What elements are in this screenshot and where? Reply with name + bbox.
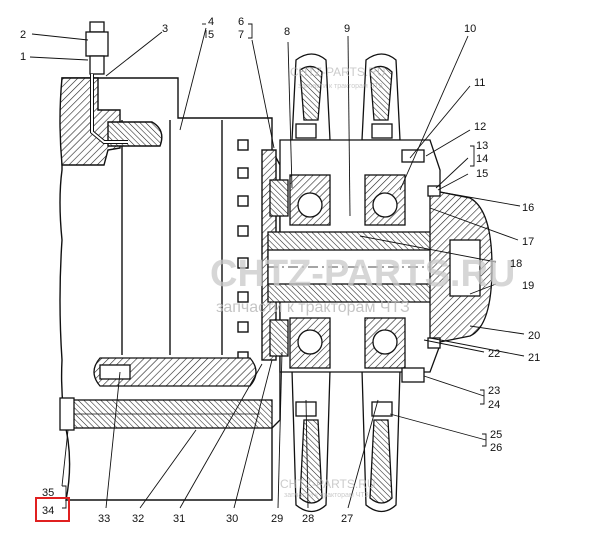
callout-25: 25 bbox=[490, 429, 502, 441]
callout-34: 34 bbox=[42, 505, 54, 517]
callout-10: 10 bbox=[464, 23, 476, 35]
callout-12: 12 bbox=[474, 121, 486, 133]
callout-2: 2 bbox=[20, 29, 26, 41]
callout-30: 30 bbox=[226, 513, 238, 525]
callout-28: 28 bbox=[302, 513, 314, 525]
callout-13: 13 bbox=[476, 140, 488, 152]
callout-17: 17 bbox=[522, 236, 534, 248]
callout-16: 16 bbox=[522, 202, 534, 214]
callout-18: 18 bbox=[510, 258, 522, 270]
watermark-tagline: запчасти к тракторам ЧТЗ bbox=[216, 299, 410, 316]
callout-21: 21 bbox=[528, 352, 540, 364]
callout-labels: 1 2 3 4 5 6 7 8 9 10 11 12 13 14 15 16 1… bbox=[20, 16, 540, 525]
callout-1: 1 bbox=[20, 51, 26, 63]
callout-35: 35 bbox=[42, 487, 54, 499]
leader-lines bbox=[29, 23, 525, 509]
callout-22: 22 bbox=[488, 348, 500, 360]
lower-tube bbox=[59, 357, 273, 431]
watermark-tagline-small-top: запчасти к тракторам ЧТЗ bbox=[298, 83, 383, 90]
watermark-tagline-small-bottom: запчасти к тракторам ЧТЗ bbox=[284, 492, 369, 499]
watermark-brand-small-top: CHTZ-PARTS.RU bbox=[290, 65, 386, 79]
callout-15: 15 bbox=[476, 168, 488, 180]
grease-fitting bbox=[85, 21, 128, 144]
callout-8: 8 bbox=[284, 26, 290, 38]
callout-33: 33 bbox=[98, 513, 110, 525]
callout-29: 29 bbox=[271, 513, 283, 525]
callout-27: 27 bbox=[341, 513, 353, 525]
watermark-brand: CHTZ-PARTS.RU bbox=[210, 253, 515, 295]
callout-6: 6 bbox=[238, 16, 244, 28]
callout-23: 23 bbox=[488, 385, 500, 397]
callout-34-highlight bbox=[35, 497, 70, 522]
callout-31: 31 bbox=[173, 513, 185, 525]
hub-assembly bbox=[267, 53, 493, 513]
callout-5: 5 bbox=[208, 29, 214, 41]
callout-32: 32 bbox=[132, 513, 144, 525]
watermark: CHTZ-PARTS.RU запчасти к тракторам ЧТЗ C… bbox=[210, 65, 515, 499]
callout-7: 7 bbox=[238, 29, 244, 41]
callout-19: 19 bbox=[522, 280, 534, 292]
watermark-brand-small-bottom: CHTZ-PARTS.RU bbox=[280, 477, 376, 491]
callout-26: 26 bbox=[490, 442, 502, 454]
callout-14: 14 bbox=[476, 153, 488, 165]
callout-24: 24 bbox=[488, 399, 500, 411]
callout-20: 20 bbox=[528, 330, 540, 342]
callout-9: 9 bbox=[344, 23, 350, 35]
callout-3: 3 bbox=[162, 23, 168, 35]
callout-4: 4 bbox=[208, 16, 214, 28]
callout-11: 11 bbox=[474, 77, 485, 89]
